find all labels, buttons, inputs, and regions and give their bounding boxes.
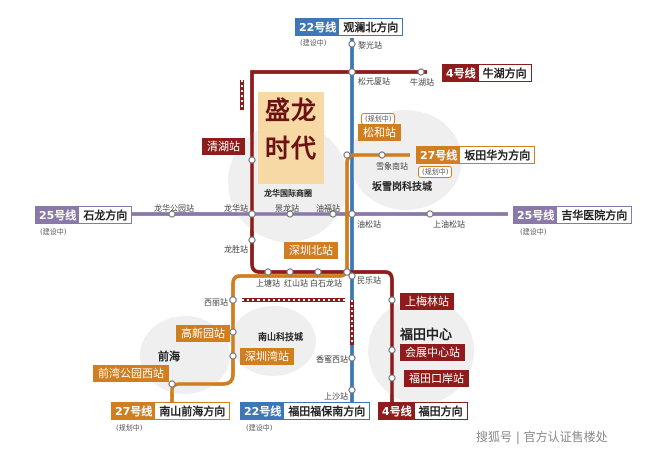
station-label-longhua: 龙华站 xyxy=(224,204,248,213)
station-tag-futian-kouan[interactable]: 福田口岸站 xyxy=(404,370,469,387)
station-label-youfu: 油福站 xyxy=(316,204,340,213)
station-dot-minle xyxy=(348,272,356,280)
line22-south-direction: 福田福保南方向 xyxy=(288,405,366,418)
line25-west-note: (建设中) xyxy=(40,228,67,236)
station-label-xuexiangnan: 雪象南站 xyxy=(376,162,408,171)
station-label-xiangmi-west: 香蜜西站 xyxy=(316,355,348,364)
station-dot-gaoxinyuan xyxy=(229,328,237,336)
line22-north-number: 22号线 xyxy=(296,19,340,35)
line25-east-tag[interactable]: 25号线 吉华医院方向 xyxy=(513,206,633,224)
station-tag-shenzhen-north[interactable]: 深圳北站 xyxy=(284,242,338,259)
line27-south-number: 27号线 xyxy=(112,403,156,419)
station-dot-songhe xyxy=(343,151,351,159)
line27-south-tag[interactable]: 27号线 南山前海方向 xyxy=(111,402,231,420)
station-dot-hongshan xyxy=(286,268,294,276)
station-label-shangsha: 上沙站 xyxy=(324,392,348,401)
line25-east-note: (建设中) xyxy=(520,228,547,236)
station-tag-qinghu[interactable]: 清湖站 xyxy=(202,138,245,155)
station-dot-longhua xyxy=(248,210,256,218)
station-label-yousong: 油松站 xyxy=(357,220,381,229)
line22-south-number: 22号线 xyxy=(241,403,285,419)
project-name-line1: 盛龙 xyxy=(264,96,317,125)
line25-east-number: 25号线 xyxy=(514,207,558,223)
station-label-shangyousong: 上油松站 xyxy=(433,220,465,229)
station-dot-shenzhen-north xyxy=(343,268,351,276)
station-label-shangtang: 上塘站 xyxy=(256,279,280,288)
station-label-baishilong: 白石龙站 xyxy=(310,279,342,288)
area-label-bantian: 坂雪岗科技城 xyxy=(372,182,432,193)
line27-north-direction: 坂田华为方向 xyxy=(464,149,531,162)
line27-north-number: 27号线 xyxy=(417,147,461,163)
station-dot-niuhu xyxy=(417,68,425,76)
line27-north-tag[interactable]: 27号线 坂田华为方向 xyxy=(416,146,536,164)
station-dot-baishilong xyxy=(314,268,322,276)
line22-north-tag[interactable]: 22号线 观澜北方向 xyxy=(295,18,404,36)
line22-south-tag[interactable]: 22号线 福田福保南方向 xyxy=(240,402,371,420)
station-tag-huizhan[interactable]: 会展中心站 xyxy=(400,344,465,361)
station-label-xili: 西丽站 xyxy=(204,298,228,307)
line22-south-note: (建设中) xyxy=(246,424,273,432)
station-dot-youfu xyxy=(329,210,337,218)
station-dot-huizhan xyxy=(388,346,396,354)
station-dot-liguang xyxy=(348,40,356,48)
station-tag-shenzhenwan[interactable]: 深圳湾站 xyxy=(240,348,294,365)
station-dot-songyuanxia xyxy=(348,68,356,76)
line4-north-tag[interactable]: 4号线 牛湖方向 xyxy=(442,64,532,82)
project-title-block: 盛龙 时代 xyxy=(258,92,324,184)
line27-south-note: (规划中) xyxy=(116,424,143,432)
station-dot-qianwan xyxy=(168,380,176,388)
station-dot-shangtang xyxy=(264,268,272,276)
station-label-songyuanxia: 松元厦站 xyxy=(358,77,390,86)
line27-south-direction: 南山前海方向 xyxy=(159,405,226,418)
line22-north-note: (建设中) xyxy=(300,39,327,47)
station-dot-shangyousong xyxy=(426,210,434,218)
station-dot-xuexiangnan xyxy=(378,151,386,159)
station-label-niuhu: 牛湖站 xyxy=(410,78,434,87)
station-dot-shenzhenwan xyxy=(229,352,237,360)
station-tag-qianwan[interactable]: 前湾公园西站 xyxy=(93,365,169,382)
station-label-longsheng: 龙胜站 xyxy=(224,245,248,254)
station-label-hongshan: 红山站 xyxy=(284,279,308,288)
station-dot-longsheng xyxy=(248,236,256,244)
station-label-minle: 民乐站 xyxy=(357,276,381,285)
line4-south-direction: 福田方向 xyxy=(418,405,463,418)
station-tag-gaoxinyuan[interactable]: 高新园站 xyxy=(176,325,230,342)
line4-south-number: 4号线 xyxy=(379,403,415,419)
station-label-liguang: 黎光站 xyxy=(358,41,382,50)
line25-west-direction: 石龙方向 xyxy=(83,209,128,222)
station-dot-shangmeilin xyxy=(388,296,396,304)
project-name-line2: 时代 xyxy=(264,134,317,163)
line4-north-number: 4号线 xyxy=(443,65,479,81)
watermark: 搜狐号 | 官方认证售楼处 xyxy=(476,430,608,444)
station-dot-jinglong xyxy=(286,210,294,218)
area-label-qianhai: 前海 xyxy=(158,350,180,363)
station-dot-xiangmi-west xyxy=(348,354,356,362)
line22-north-direction: 观澜北方向 xyxy=(343,21,399,34)
station-dot-xili xyxy=(229,296,237,304)
station-dot-shangsha xyxy=(348,386,356,394)
district-label: 龙华国际商圈 xyxy=(264,189,312,198)
line4-south-tag[interactable]: 4号线 福田方向 xyxy=(378,402,468,420)
station-label-longhua-park: 龙华公园站 xyxy=(154,204,194,213)
station-dot-kouan xyxy=(388,374,396,382)
station-dot-qinghu xyxy=(248,156,256,164)
line25-west-number: 25号线 xyxy=(36,207,80,223)
station-tag-shangmeilin[interactable]: 上梅林站 xyxy=(400,293,454,310)
area-label-nanshan: 南山科技城 xyxy=(258,333,304,343)
station-label-jinglong: 景龙站 xyxy=(275,204,299,213)
line27-north-note: (规划中) xyxy=(418,166,453,178)
line25-west-tag[interactable]: 25号线 石龙方向 xyxy=(35,206,133,224)
line25-east-direction: 吉华医院方向 xyxy=(561,209,628,222)
area-label-futian: 福田中心 xyxy=(400,328,453,343)
line4-north-direction: 牛湖方向 xyxy=(482,67,527,80)
station-tag-songhe[interactable]: 松和站 xyxy=(358,124,401,141)
station-dot-yousong xyxy=(348,210,356,218)
station-dot-longhua-park xyxy=(168,210,176,218)
